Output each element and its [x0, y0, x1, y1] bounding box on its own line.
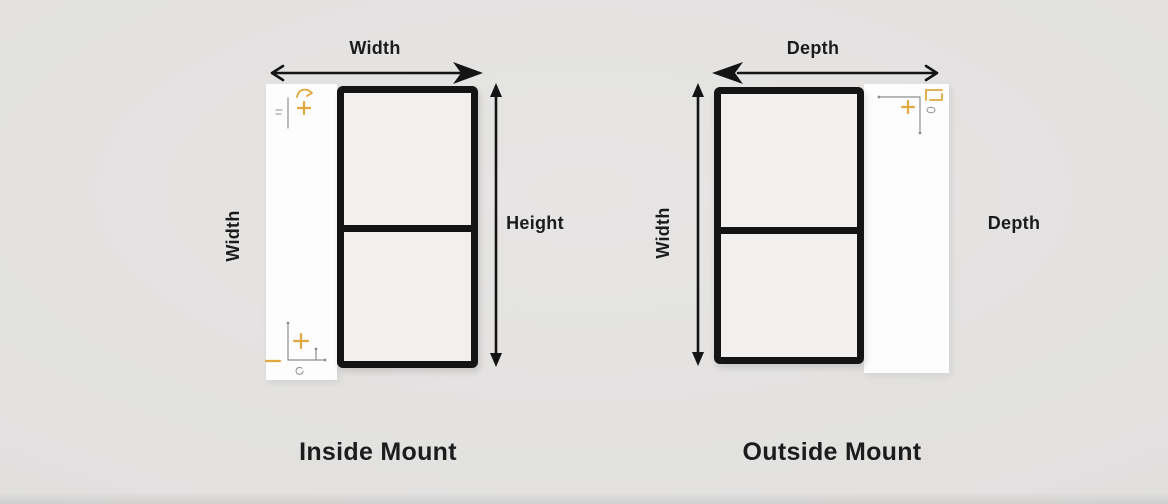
outside-depth-arrow-icon: [712, 62, 939, 84]
outside-side-width-label: Width: [653, 207, 673, 259]
outside-top-depth-label: Depth: [786, 38, 840, 58]
outside-width-arrow-icon: [692, 83, 704, 366]
inside-height-label: Height: [506, 213, 564, 233]
bottom-shadow-gradient: [0, 492, 1168, 504]
window-sash-divider: [344, 225, 471, 232]
inside-width-arrow-icon: [270, 62, 483, 84]
outside-mount-caption: Outside Mount: [742, 438, 922, 466]
measure-bracket-mark-icon: [877, 89, 943, 135]
measure-corner-mark-icon: [264, 321, 327, 375]
window-sash-divider: [721, 227, 857, 234]
measure-hook-mark-icon: [275, 88, 313, 129]
outside-depth-label: Depth: [987, 213, 1041, 233]
inside-mount-window-frame: [337, 86, 478, 368]
outside-mount-surface-panel: [864, 84, 949, 373]
inside-top-width-label: Width: [349, 38, 401, 58]
inside-mount-caption: Inside Mount: [299, 438, 457, 466]
inside-mount-surface-panel: [266, 84, 337, 380]
outside-mount-window-frame: [714, 87, 864, 364]
inside-side-width-label: Width: [223, 210, 243, 262]
inside-height-arrow-icon: [490, 83, 502, 367]
